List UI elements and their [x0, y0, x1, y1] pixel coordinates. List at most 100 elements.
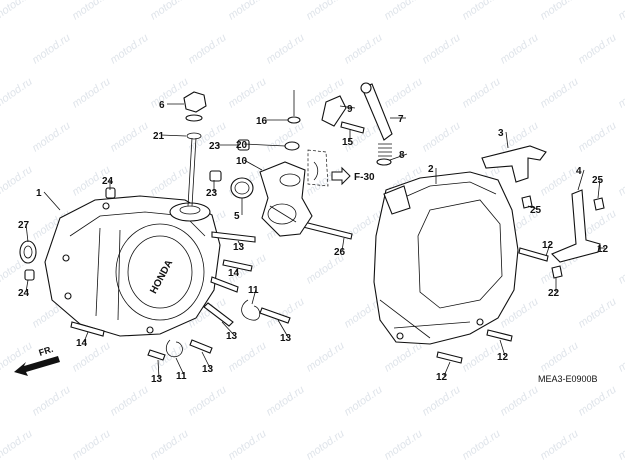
callout-c9: 9 [347, 104, 353, 115]
callout-c6: 6 [159, 100, 165, 111]
watermark-text: motod.ru [108, 120, 150, 155]
leader-line-c11a [251, 288, 257, 305]
watermark-text: motod.ru [186, 384, 228, 419]
leader-line-c1 [43, 191, 61, 211]
bolt-group-left [70, 219, 353, 361]
callout-c26: 26 [334, 247, 346, 258]
callout-c14a: 14 [76, 338, 88, 349]
bolt-group-right [436, 195, 605, 364]
watermark-text: motod.ru [420, 384, 462, 419]
watermark-text: motod.ru [382, 76, 424, 111]
callout-c24a: 24 [102, 176, 114, 187]
drive-housing [259, 161, 313, 237]
shift-arm [360, 82, 393, 166]
o-rings [230, 141, 300, 199]
leader-line-c10 [243, 159, 263, 171]
generator-cover [373, 171, 519, 345]
front-arrow: FR. [14, 344, 60, 376]
dashed-ref-box: F-30 [307, 149, 375, 187]
callout-c8: 8 [399, 150, 405, 161]
watermark-text: motod.ru [538, 0, 580, 22]
watermark-text: motod.ru [226, 340, 268, 375]
cable-clips [165, 299, 261, 358]
callout-c24b: 24 [18, 288, 30, 299]
side-bracket [551, 189, 601, 263]
watermark-text: motod.ru [460, 0, 502, 22]
watermark-text: motod.ru [0, 164, 35, 199]
callout-c27: 27 [18, 220, 30, 231]
callout-c12a: 12 [542, 240, 554, 251]
watermark-text: motod.ru [304, 428, 346, 463]
callout-c11b: 11 [176, 371, 187, 382]
watermark-text: motod.ru [460, 76, 502, 111]
watermark-text: motod.ru [382, 428, 424, 463]
watermark-text: motod.ru [382, 340, 424, 375]
callout-c13c: 13 [280, 333, 292, 344]
callout-c1: 1 [36, 188, 42, 199]
watermark-text: motod.ru [460, 428, 502, 463]
watermark-text: motod.ru [420, 32, 462, 67]
callout-c13d: 13 [151, 374, 163, 385]
watermark-text: motod.ru [0, 0, 35, 22]
leader-line-c24b [25, 279, 29, 293]
sensor-bracket [321, 95, 365, 134]
leader-line-c25a [527, 205, 539, 210]
watermark-text: motod.ru [264, 384, 306, 419]
leader-line-c14b [235, 267, 239, 273]
watermark-text: motod.ru [70, 76, 112, 111]
leader-line-c13c [277, 319, 289, 338]
callout-c23b: 23 [206, 188, 218, 199]
callout-c5: 5 [234, 211, 240, 222]
watermark-text: motod.ru [382, 0, 424, 22]
callout-c16: 16 [256, 116, 268, 127]
callout-c22: 22 [548, 288, 560, 299]
callout-c25a: 25 [530, 205, 542, 216]
watermark-text: motod.ru [148, 164, 190, 199]
watermark-text: motod.ru [70, 0, 112, 22]
watermark-text: motod.ru [576, 120, 618, 155]
watermark-text: motod.ru [616, 428, 625, 463]
leader-line-c21 [160, 134, 187, 137]
leader-line-c11b [175, 357, 185, 376]
watermark-text: motod.ru [304, 340, 346, 375]
watermark-text: motod.ru [226, 76, 268, 111]
leader-line-c20 [243, 143, 286, 147]
watermark-text: motod.ru [30, 32, 72, 67]
watermark-text: motod.ru [70, 428, 112, 463]
small-plugs [209, 139, 250, 182]
watermark-text: motod.ru [30, 120, 72, 155]
diagram-code-text: MEA3-E0900B [538, 374, 598, 384]
callout-c15: 15 [342, 137, 354, 148]
callout-c12d: 12 [597, 244, 609, 255]
watermark-text: motod.ru [148, 76, 190, 111]
callout-c12c: 12 [436, 372, 448, 383]
leader-line-c25b [597, 178, 601, 199]
watermark-text: motod.ru [108, 32, 150, 67]
callout-c13e: 13 [202, 364, 214, 375]
leader-line-c26 [341, 237, 345, 252]
leader-line-c8 [389, 153, 408, 161]
upper-bracket [481, 145, 547, 183]
watermark-text: motod.ru [30, 384, 72, 419]
watermark-text: motod.ru [342, 32, 384, 67]
watermark-text: motod.ru [0, 428, 35, 463]
leader-line-c27 [25, 223, 29, 243]
watermark-text: motod.ru [342, 384, 384, 419]
leader-line-c13a [237, 240, 242, 247]
watermark-text: motod.ru [538, 76, 580, 111]
leader-line-c12a [545, 243, 551, 257]
callout-c7: 7 [398, 114, 404, 125]
watermark-text: motod.ru [616, 252, 625, 287]
washer-stud [287, 90, 301, 124]
watermark-text: motod.ru [538, 428, 580, 463]
watermark-text: motod.ru [616, 0, 625, 22]
callout-c10: 10 [236, 156, 248, 167]
callout-c21: 21 [153, 131, 165, 142]
watermark-text: motod.ru [576, 32, 618, 67]
front-label-text: FR. [38, 344, 55, 358]
callout-c14b: 14 [228, 268, 240, 279]
callout-c20: 20 [236, 140, 248, 151]
ref-label-text: F-30 [354, 172, 375, 183]
